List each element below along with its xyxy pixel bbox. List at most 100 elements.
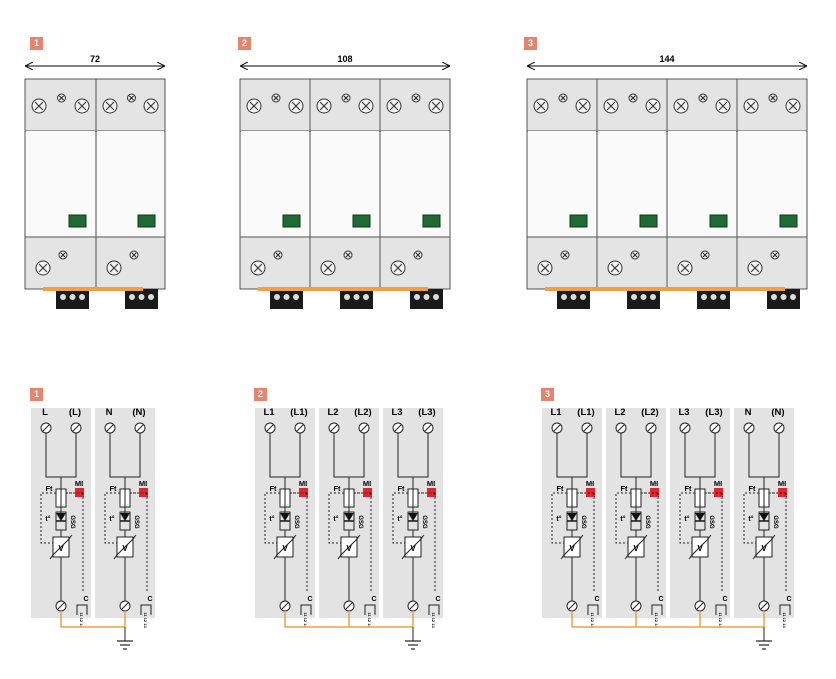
terminal-pin-icon [274, 294, 280, 300]
terminal-screw-icon-slot2 [540, 263, 550, 273]
mi-label: MI [778, 479, 786, 488]
thermal-link [392, 492, 408, 544]
status-indicator-green [709, 214, 728, 228]
terminal-slash [409, 602, 417, 610]
terminal-slash [745, 424, 753, 432]
terminal-slash [553, 424, 561, 432]
ft-label: Ft [748, 484, 756, 493]
small-screw-icon-slot2 [630, 95, 636, 101]
terminal-screw-icon-slot2 [77, 101, 87, 111]
product-2-earth-bridge [258, 287, 428, 291]
contact-symbol [140, 604, 152, 615]
gsg-symbol [759, 513, 769, 521]
terminal-screw-icon-slot2 [319, 101, 329, 111]
mi-label: MI [363, 479, 371, 488]
gsg-label: GSG [133, 515, 139, 529]
small-screw-icon-slot2 [128, 95, 135, 101]
terminal-slash [72, 424, 80, 432]
product-3-module-3 [666, 78, 738, 309]
mi-indicator-red [75, 488, 84, 497]
ft-label: Ft [269, 484, 277, 493]
channel-label-a: L [42, 407, 48, 418]
module-bottom-section [666, 236, 738, 290]
channel-label-a: L2 [614, 407, 625, 418]
terminal-screw-icon-slot2 [249, 101, 259, 111]
product-1-module-2 [95, 78, 166, 309]
varistor-slash [49, 534, 73, 560]
earth-bus [60, 611, 125, 628]
gsg-symbol [631, 513, 641, 521]
gsg-symbol [280, 513, 290, 521]
module-bottom-section [95, 236, 166, 290]
terminal-slash [281, 602, 289, 610]
thermal-link [104, 492, 120, 544]
varistor-slash [273, 534, 297, 560]
terminal-pin-icon [720, 294, 726, 300]
contact-pins-label: 11 12 14 [590, 612, 595, 628]
terminal-pin-icon [570, 294, 577, 300]
product-3-width-label: 144 [659, 54, 674, 64]
channel-label-b: (N) [771, 407, 784, 418]
terminal-slash [360, 424, 368, 432]
thermal-link [551, 492, 567, 544]
small-screw-icon-slot2 [632, 252, 638, 258]
contact-symbol [76, 604, 88, 615]
terminal-slash [696, 602, 704, 610]
products-drawing: 72 108 144 [24, 54, 808, 309]
product-2: 108 [239, 54, 451, 309]
status-indicator-green [137, 214, 156, 228]
terminal-screw-icon-slot2 [578, 101, 588, 111]
varistor-label: V [58, 544, 64, 553]
gsg-symbol [695, 513, 705, 521]
channel-label-a: L3 [391, 407, 402, 418]
thermal-label: t° [333, 515, 338, 523]
mi-indicator-red [427, 488, 436, 497]
mi-label: MI [299, 479, 307, 488]
product-2-width-label: 108 [337, 54, 352, 64]
terminal-screw-icon-slot2 [746, 101, 756, 111]
small-screw-icon-slot2 [415, 252, 421, 258]
ft-label: Ft [333, 484, 341, 493]
varistor-slash [337, 534, 361, 560]
small-screw-icon-slot2 [343, 95, 349, 101]
gsg-label: GSG [421, 515, 427, 529]
mi-label: MI [139, 479, 147, 488]
thermal-label: t° [748, 515, 753, 523]
schematic-1-number-badge: 1 [30, 388, 43, 401]
terminal-screw-icon-slot2 [648, 101, 658, 111]
contact-label: C [307, 596, 312, 603]
ft-label: Ft [620, 484, 628, 493]
terminal-pin-icon [60, 294, 66, 300]
contact-pins-label: 11 12 14 [303, 612, 308, 628]
mi-indicator-red [714, 488, 723, 497]
thermal-link [743, 492, 759, 544]
mi-indicator-red [363, 488, 372, 497]
channel-label-b: (L1) [290, 407, 307, 418]
terminal-screw-icon-slot2 [610, 263, 620, 273]
terminal-slash [42, 424, 50, 432]
terminal-screw-icon-slot2 [788, 101, 798, 111]
terminal-slash [106, 424, 114, 432]
terminal-screw-icon-slot2 [38, 263, 48, 273]
gsg-label: GSG [644, 515, 650, 529]
terminal-screw-icon-slot2 [146, 101, 156, 111]
product-3: 144 [526, 54, 808, 309]
gsg-symbol [56, 513, 66, 521]
status-indicator-green [639, 214, 658, 228]
status-indicator-green [569, 214, 588, 228]
ft-label: Ft [45, 484, 53, 493]
status-indicator-green [422, 214, 441, 228]
terminal-pin-icon [561, 294, 567, 300]
gsg-label: GSG [357, 515, 363, 529]
product-1: 72 [24, 54, 166, 309]
terminal-pin-icon [363, 294, 369, 300]
terminal-screw-icon-slot2 [536, 101, 546, 111]
varistor-slash [624, 534, 648, 560]
contact-pins-label: 11 12 14 [431, 612, 436, 628]
terminal-pin-icon [580, 294, 586, 300]
terminal-slash [266, 424, 274, 432]
module-bottom-section [526, 236, 598, 290]
